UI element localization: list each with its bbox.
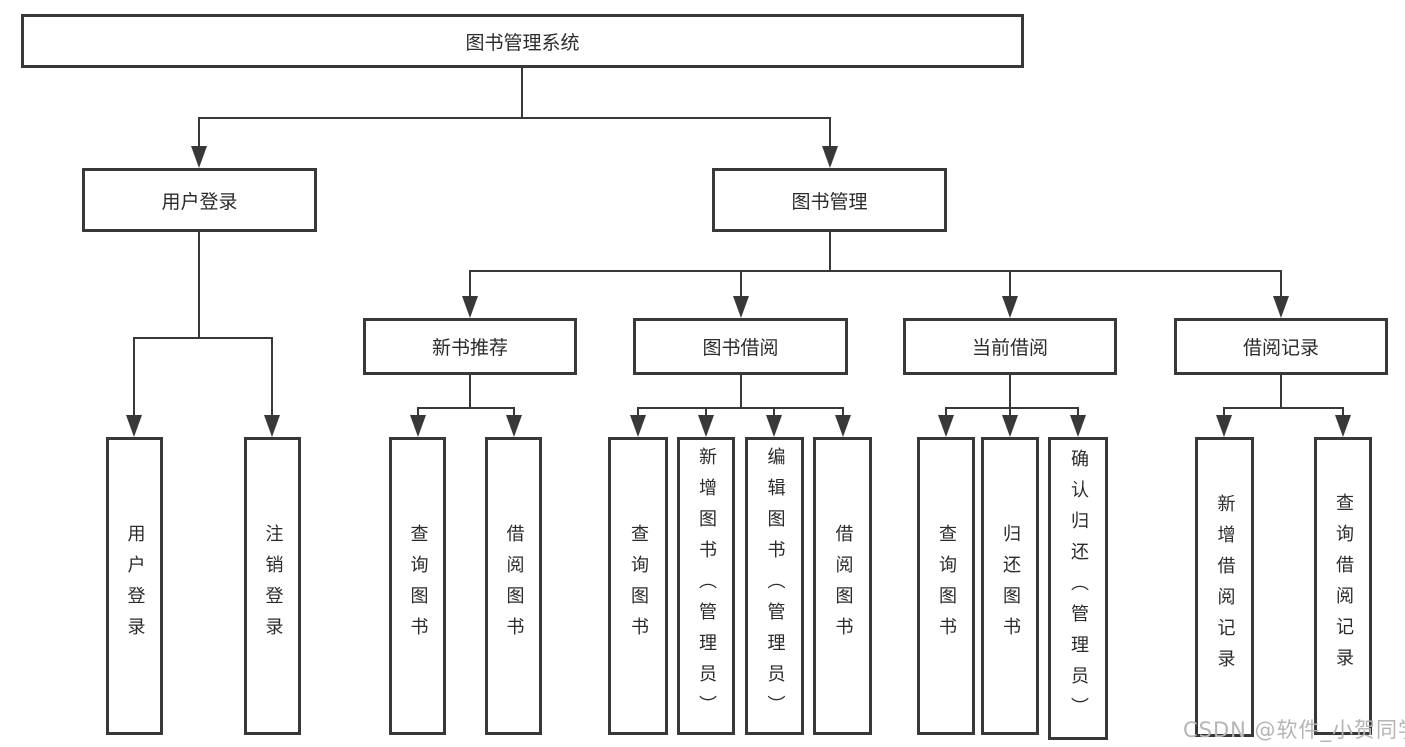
leaf-add-borrow-record: 新增借阅记录 [1195,437,1254,737]
connector-group-drop [1009,270,1011,296]
connector-user-login-stem [198,232,200,337]
leaf-borrow-books: 借阅图书 [813,437,872,735]
connector-leaf-drop [1009,407,1011,415]
arrowhead-down-icon [835,415,851,437]
connector-leaf-drop [1077,407,1079,415]
connector-stem [1280,375,1282,407]
connector-leaf-drop [945,407,947,415]
arrowhead-down-icon [1002,296,1018,318]
connector-user-login-hline [133,337,273,339]
arrowhead-down-icon [822,146,838,168]
leaf-query-books: 查询图书 [389,437,446,735]
arrowhead-down-icon [462,296,478,318]
node-current-borrow: 当前借阅 [903,318,1117,375]
arrowhead-down-icon [1216,415,1232,437]
arrowhead-down-icon [698,415,714,437]
node-book-management: 图书管理 [712,168,947,232]
connector-level3-hline [469,270,1282,272]
arrowhead-down-icon [264,415,280,437]
connector-group-drop [1280,270,1282,296]
connector-group-drop [469,270,471,296]
node-root: 图书管理系统 [21,14,1024,68]
connector-hline [945,407,1079,409]
arrowhead-down-icon [1273,296,1289,318]
connector-book-mgmt-stem [829,232,831,270]
connector-group-drop [740,270,742,296]
connector-hline [417,407,515,409]
connector-hline [1223,407,1344,409]
node-borrow-records: 借阅记录 [1174,318,1388,375]
leaf-query-books: 查询图书 [608,437,668,735]
leaf-edit-books-admin: 编辑图书（管理员） [745,437,804,735]
arrowhead-down-icon [1070,415,1086,437]
leaf-add-books-admin: 新增图书（管理员） [677,437,735,735]
connector-user-login-drop [198,117,200,146]
connector-leaf-drop [773,407,775,415]
leaf-query-books: 查询图书 [917,437,975,735]
connector-level1-hline [198,117,831,119]
connector-hline [637,407,844,409]
node-new-book-recommend: 新书推荐 [363,318,577,375]
csdn-watermark: CSDN @软件_小贺同学 [1183,718,1405,742]
arrowhead-down-icon [733,296,749,318]
leaf-query-borrow-record: 查询借阅记录 [1314,437,1372,735]
arrowhead-down-icon [191,146,207,168]
leaf-logout: 注销登录 [244,437,301,735]
arrowhead-down-icon [766,415,782,437]
connector-stem [740,375,742,407]
node-book-borrow: 图书借阅 [633,318,848,375]
connector-leaf-drop [1223,407,1225,415]
connector-stem [1009,375,1011,407]
arrowhead-down-icon [126,415,142,437]
leaf-user-login: 用户登录 [106,437,163,735]
connector-leaf-drop [271,337,273,415]
arrowhead-down-icon [938,415,954,437]
arrowhead-down-icon [630,415,646,437]
arrowhead-down-icon [506,415,522,437]
connector-leaf-drop [705,407,707,415]
arrowhead-down-icon [1002,415,1018,437]
leaf-return-books: 归还图书 [981,437,1039,735]
connector-leaf-drop [513,407,515,415]
connector-leaf-drop [637,407,639,415]
connector-leaf-drop [1342,407,1344,415]
arrowhead-down-icon [410,415,426,437]
arrowhead-down-icon [1335,415,1351,437]
connector-leaf-drop [133,337,135,415]
connector-book-mgmt-drop [829,117,831,146]
connector-root-stem [521,68,523,117]
leaf-confirm-return-admin: 确认归还（管理员） [1048,437,1108,740]
connector-leaf-drop [842,407,844,415]
node-user-login: 用户登录 [82,168,317,232]
connector-stem [469,375,471,407]
leaf-borrow-books: 借阅图书 [485,437,542,735]
connector-leaf-drop [417,407,419,415]
